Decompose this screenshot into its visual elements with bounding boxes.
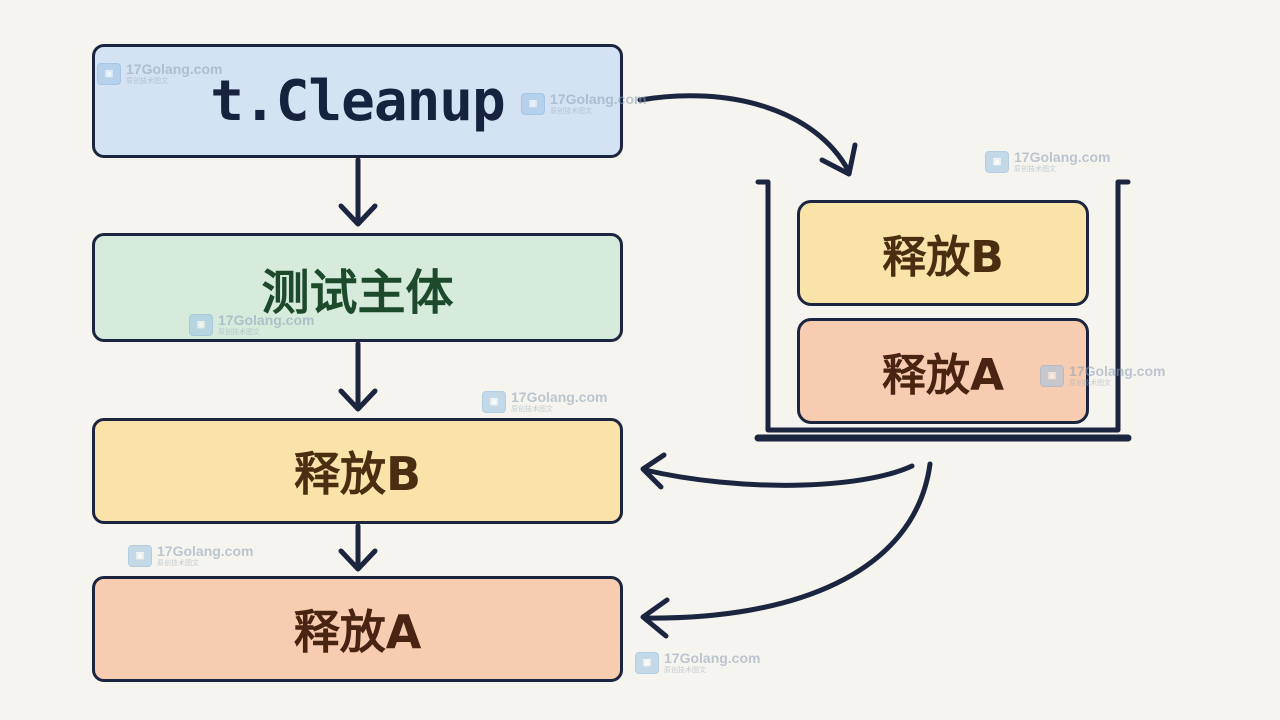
test-body-box: 测试主体 (92, 233, 623, 342)
watermark: ▣ 17Golang.com 原创技术图文 (1040, 364, 1165, 387)
watermark-text: 17Golang.com (1014, 149, 1111, 165)
watermark-text: 17Golang.com (126, 61, 223, 77)
watermark-subtext: 原创技术图文 (1014, 166, 1056, 173)
watermark-text: 17Golang.com (1069, 363, 1166, 379)
arrow-stack-to-release-b (642, 463, 915, 488)
17golang-logo-icon: ▣ (521, 92, 545, 115)
17golang-logo-icon: ▣ (128, 544, 152, 567)
watermark-subtext: 原创技术图文 (511, 406, 553, 413)
watermark: ▣ 17Golang.com 原创技术图文 (482, 390, 607, 413)
watermark-text: 17Golang.com (218, 312, 315, 328)
watermark: ▣ 17Golang.com 原创技术图文 (128, 544, 253, 567)
watermark-subtext: 原创技术图文 (664, 667, 706, 674)
stack-item-release-b: 释放B (797, 200, 1089, 306)
arrowhead-cleanup-to-body (338, 203, 378, 227)
release-b-box: 释放B (92, 418, 623, 524)
17golang-logo-icon: ▣ (1040, 364, 1064, 387)
17golang-logo-icon: ▣ (635, 651, 659, 674)
watermark: ▣ 17Golang.com 原创技术图文 (97, 62, 222, 85)
watermark-subtext: 原创技术图文 (218, 329, 260, 336)
watermark-text: 17Golang.com (664, 650, 761, 666)
17golang-logo-icon: ▣ (482, 390, 506, 413)
arrowhead-stack-to-release-b (640, 452, 667, 490)
arrowhead-release-b-to-release-a (338, 548, 378, 572)
watermark-text: 17Golang.com (511, 389, 608, 405)
watermark-text: 17Golang.com (550, 91, 647, 107)
watermark: ▣ 17Golang.com 原创技术图文 (521, 92, 646, 115)
17golang-logo-icon: ▣ (97, 62, 121, 85)
arrow-cleanup-to-stack (637, 93, 851, 173)
watermark-subtext: 原创技术图文 (1069, 380, 1111, 387)
arrowhead-cleanup-to-stack (819, 142, 858, 177)
17golang-logo-icon: ▣ (189, 313, 213, 336)
watermark: ▣ 17Golang.com 原创技术图文 (985, 150, 1110, 173)
arrowhead-stack-to-release-a (640, 597, 670, 639)
arrow-stack-to-release-a (642, 461, 933, 621)
watermark-subtext: 原创技术图文 (157, 560, 199, 567)
watermark: ▣ 17Golang.com 原创技术图文 (635, 651, 760, 674)
watermark-subtext: 原创技术图文 (550, 108, 592, 115)
17golang-logo-icon: ▣ (985, 150, 1009, 173)
arrowhead-body-to-release-b (338, 388, 378, 412)
release-a-box: 释放A (92, 576, 623, 682)
watermark-subtext: 原创技术图文 (126, 78, 168, 85)
watermark: ▣ 17Golang.com 原创技术图文 (189, 313, 314, 336)
watermark-text: 17Golang.com (157, 543, 254, 559)
